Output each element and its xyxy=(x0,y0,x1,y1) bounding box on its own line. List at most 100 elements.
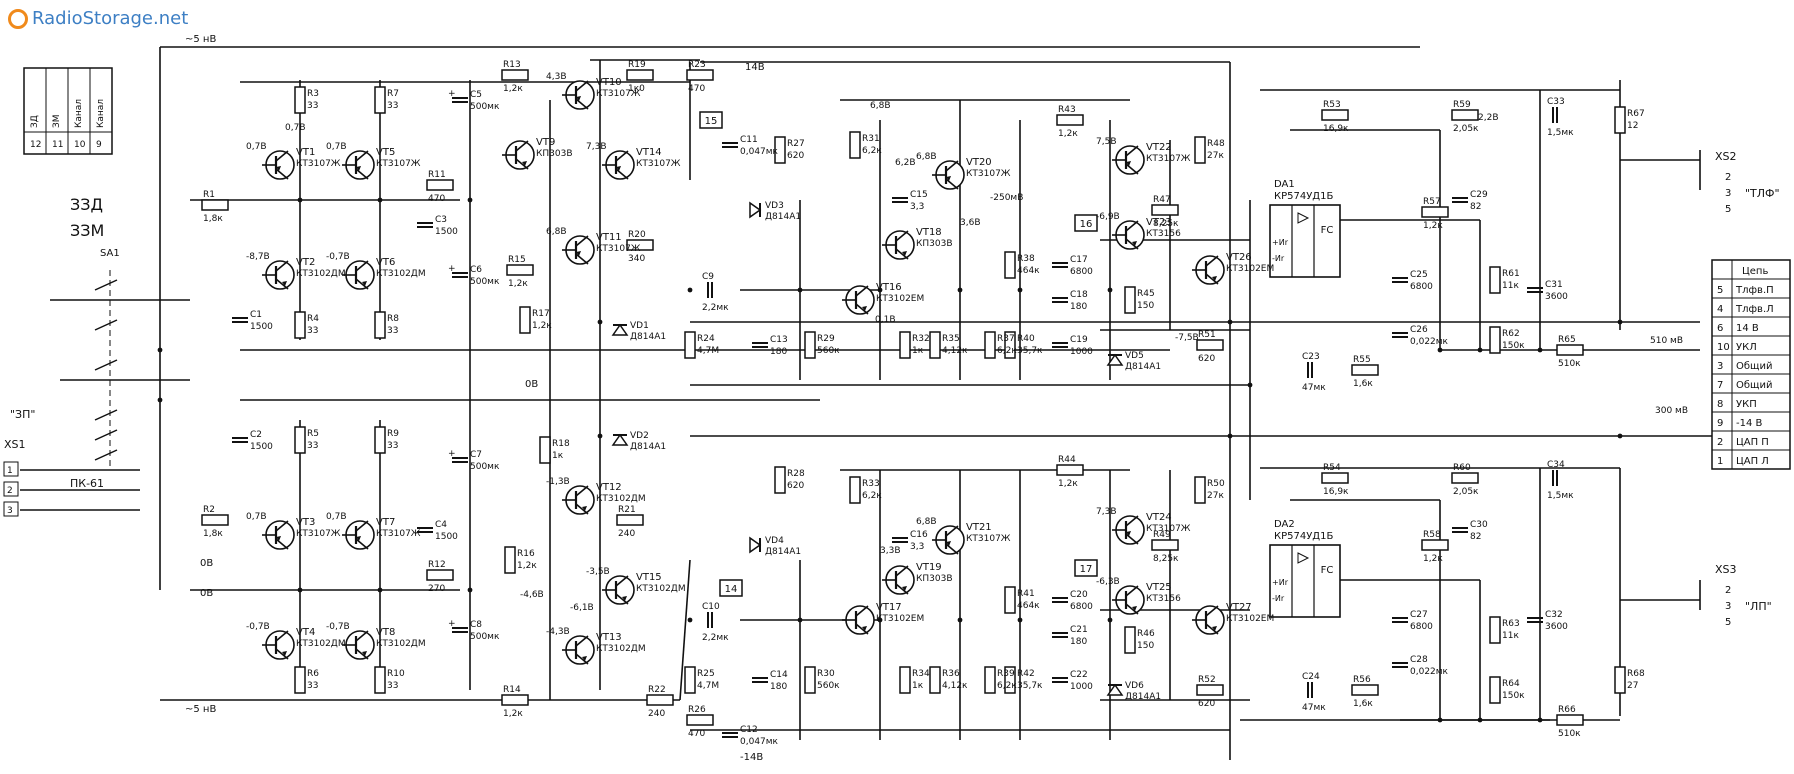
pinout-pin: 8 xyxy=(1717,399,1723,410)
resistor-r18 xyxy=(539,436,551,464)
transistor-vt19 xyxy=(882,565,915,595)
opamp-part: КР574УД1Б xyxy=(1274,531,1333,542)
transistor-vt22 xyxy=(1112,145,1145,175)
pinout-pin: 5 xyxy=(1717,285,1723,296)
resistor-body xyxy=(626,239,654,251)
capacitor-value: 1,5мк xyxy=(1547,491,1574,501)
capacitor-ref: C14 xyxy=(770,670,788,680)
resistor-value: 33 xyxy=(387,326,398,336)
resistor-body xyxy=(1196,339,1224,351)
capacitor-value: 1000 xyxy=(1070,682,1093,692)
junction-dot xyxy=(157,397,163,403)
voltage-label: 3,3В xyxy=(880,546,901,556)
transistor-emitter xyxy=(275,538,289,550)
pinout-note-1: 510 мВ xyxy=(1650,336,1683,346)
resistor-ref: R52 xyxy=(1198,675,1216,685)
capacitor-ref: C1 xyxy=(250,310,262,320)
junction-dot xyxy=(467,587,473,593)
transistor-arrow xyxy=(1132,241,1137,246)
transistor-ref: VT27 xyxy=(1226,602,1252,613)
transistor-part: КТ3107Ж xyxy=(1146,524,1191,534)
resistor-r39 xyxy=(984,666,996,694)
resistor-ref: R15 xyxy=(508,255,526,265)
transistor-collector xyxy=(1125,585,1139,597)
capacitor-ref: C21 xyxy=(1070,625,1088,635)
transistor-collector xyxy=(895,565,909,577)
resistor-body xyxy=(294,666,306,694)
transistor-voltage: -0,7В xyxy=(246,622,270,632)
transistor-ref: VT16 xyxy=(876,282,902,293)
resistor-r29 xyxy=(804,331,816,359)
transistor-collector xyxy=(515,140,529,152)
transistor-part: КТ3107Ж xyxy=(966,169,1011,179)
resistor-value: 33 xyxy=(307,326,318,336)
resistor-value: 1,2к xyxy=(508,279,528,289)
resistor-value: 1,2к xyxy=(1058,479,1078,489)
resistor-r3 xyxy=(294,86,306,114)
capacitor-ref: C32 xyxy=(1545,610,1563,620)
resistor-body xyxy=(774,466,786,494)
capacitor-c34 xyxy=(1552,470,1558,486)
transistor-vt21 xyxy=(932,525,965,555)
capacitor-value: 3600 xyxy=(1545,292,1568,302)
resistor-r24 xyxy=(684,331,696,359)
transistor-voltage: -6,3В xyxy=(1096,577,1120,587)
transistor-emitter xyxy=(615,593,629,605)
diode-ref: VD2 xyxy=(630,431,649,441)
resistor-ref: R28 xyxy=(787,469,805,479)
transistor-voltage: -1,3В xyxy=(546,477,570,487)
junction-dot xyxy=(597,319,603,325)
capacitor-c4 xyxy=(417,527,433,533)
resistor-value: 16,9к xyxy=(1323,487,1349,497)
resistor-value: 1,2к xyxy=(1423,554,1443,564)
switch-contact xyxy=(94,409,118,421)
pinout-net: Общий xyxy=(1736,361,1772,372)
resistor-r47 xyxy=(1151,204,1179,216)
resistor-r34 xyxy=(899,666,911,694)
transistor-part: КТ3102ЕМ xyxy=(1226,614,1274,624)
pinout-table xyxy=(1711,259,1791,470)
resistor-r68 xyxy=(1614,666,1626,694)
resistor-ref: R24 xyxy=(697,334,715,344)
resistor-ref: R8 xyxy=(387,314,399,324)
transistor-part: КТ3107Ж xyxy=(596,89,641,99)
resistor-ref: R12 xyxy=(428,560,446,570)
test-point-17-label: 17 xyxy=(1080,564,1093,575)
resistor-ref: R25 xyxy=(697,669,715,679)
connector-pin-number: 2 xyxy=(7,486,13,496)
resistor-value: 620 xyxy=(787,481,804,491)
resistor-value: 2,05к xyxy=(1453,487,1479,497)
resistor-value: 33 xyxy=(307,681,318,691)
resistor-value: 470 xyxy=(688,729,705,739)
transistor-ref: VT23 xyxy=(1146,217,1172,228)
resistor-value: 150к xyxy=(1502,341,1525,351)
resistor-body xyxy=(1556,714,1584,726)
transistor-collector xyxy=(855,285,869,297)
resistor-ref: R45 xyxy=(1137,289,1155,299)
resistor-body xyxy=(374,311,386,339)
pinout-pin: 9 xyxy=(1717,418,1723,429)
connector-pin-number: 1 xyxy=(7,466,13,476)
resistor-value: 1,2к xyxy=(1423,221,1443,231)
capacitor-value: 180 xyxy=(1070,302,1087,312)
resistor-value: 150 xyxy=(1137,641,1154,651)
resistor-ref: R56 xyxy=(1353,675,1371,685)
transistor-collector xyxy=(855,605,869,617)
resistor-r12 xyxy=(426,569,454,581)
resistor-r14 xyxy=(501,694,529,706)
voltage-label: -250мВ xyxy=(990,193,1023,203)
capacitor-c30 xyxy=(1452,527,1468,533)
resistor-ref: R58 xyxy=(1423,530,1441,540)
junction-dot xyxy=(1617,433,1623,439)
resistor-ref: R19 xyxy=(628,60,646,70)
resistor-body xyxy=(1124,626,1136,654)
resistor-ref: R39 xyxy=(997,669,1015,679)
resistor-r11 xyxy=(426,179,454,191)
capacitor-c20 xyxy=(1052,597,1068,603)
connector-pin-number: 3 xyxy=(1725,188,1731,199)
transistor-vt23 xyxy=(1112,220,1145,250)
resistor-ref: R33 xyxy=(862,479,880,489)
resistor-r49 xyxy=(1151,539,1179,551)
transistor-collector xyxy=(1205,255,1219,267)
resistor-ref: R42 xyxy=(1017,669,1035,679)
